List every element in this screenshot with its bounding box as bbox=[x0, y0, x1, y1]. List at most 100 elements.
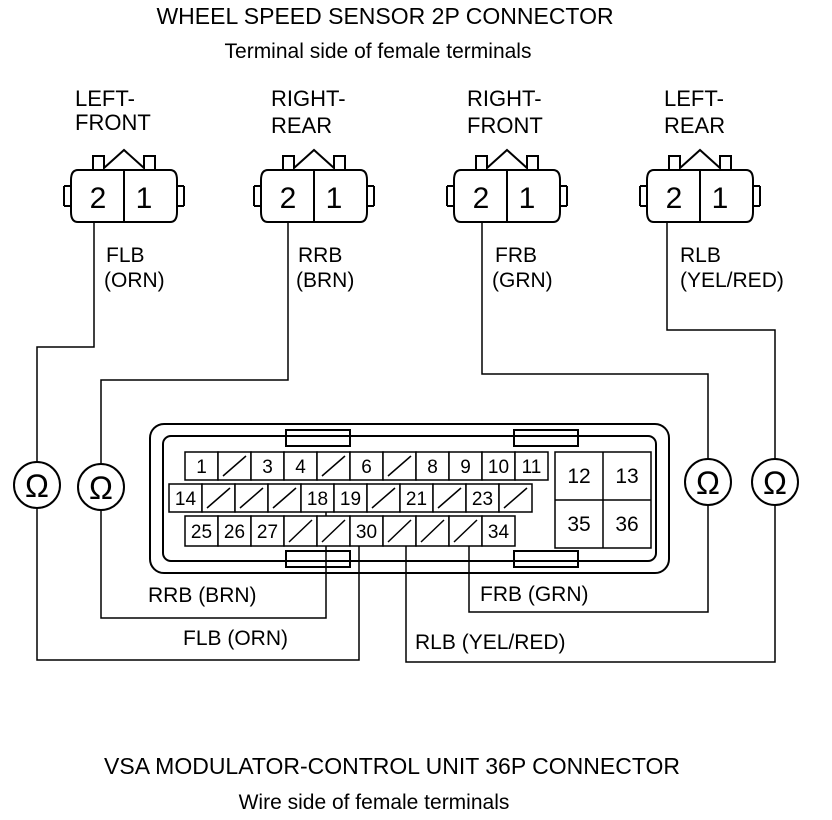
sensor-connector-2p: 2 1 bbox=[446, 148, 568, 223]
sensor-wire-code: FRB bbox=[495, 244, 537, 267]
ohmmeter-circle bbox=[77, 463, 125, 511]
terminal-19: 19 bbox=[340, 489, 361, 510]
test-leads bbox=[36, 222, 776, 663]
terminal-cell bbox=[481, 451, 516, 481]
lead-left-front-lower bbox=[36, 508, 360, 661]
lead-left-rear-upper bbox=[666, 222, 776, 459]
unused-terminal-slash bbox=[437, 487, 462, 509]
unused-terminal-slash bbox=[222, 455, 247, 477]
wire-code: FRB bbox=[480, 583, 522, 606]
sensor-label-line1: LEFT- bbox=[664, 86, 724, 111]
pin-1-label: 1 bbox=[136, 182, 153, 215]
lead-left-front-upper bbox=[36, 222, 95, 462]
terminal-10: 10 bbox=[488, 457, 509, 478]
wire-color: (ORN) bbox=[227, 627, 288, 650]
terminal-13: 13 bbox=[615, 465, 638, 488]
terminal-cell bbox=[184, 515, 219, 547]
ohmmeter-circle bbox=[13, 461, 61, 509]
ohm-icon: Ω bbox=[89, 470, 113, 506]
ohmmeter-left-front: Ω bbox=[13, 461, 61, 509]
terminal-1: 1 bbox=[196, 457, 207, 478]
unused-terminal-slash bbox=[387, 455, 412, 477]
connector-lock-tab bbox=[285, 429, 351, 447]
pin-2-label: 2 bbox=[473, 182, 490, 215]
lead-right-rear-upper bbox=[100, 222, 289, 464]
bottom-wire-rrb: RRB (BRN) bbox=[148, 584, 257, 607]
unused-terminal-slash bbox=[288, 519, 313, 543]
unused-terminal-slash bbox=[503, 487, 528, 509]
sensor-wire-color: (BRN) bbox=[296, 269, 354, 292]
ohmmeter-left-rear: Ω bbox=[751, 458, 799, 506]
terminal-cell bbox=[481, 515, 516, 547]
terminal-cell bbox=[415, 451, 450, 481]
bottom-wire-rlb: RLB (YEL/RED) bbox=[415, 631, 566, 654]
sensor-label-line1: LEFT- bbox=[75, 86, 135, 111]
sensor-wire-code: RLB bbox=[680, 244, 721, 267]
terminal-6: 6 bbox=[361, 457, 372, 478]
terminal-cell bbox=[217, 515, 252, 547]
sensor-label-line2: REAR bbox=[271, 113, 332, 138]
sensor-left-front: LEFT- FRONT 2 1 FLB (ORN) bbox=[63, 86, 185, 292]
connector-title: VSA MODULATOR-CONTROL UNIT 36P CONNECTOR bbox=[104, 753, 680, 779]
sensor-wire-color: (YEL/RED) bbox=[680, 269, 784, 292]
unused-terminal-slash bbox=[420, 519, 445, 543]
unused-terminal-slash bbox=[321, 519, 346, 543]
terminal-11: 11 bbox=[522, 457, 542, 478]
connector-lock-tab bbox=[285, 550, 351, 568]
terminal-cell bbox=[250, 515, 285, 547]
unused-terminal-slash bbox=[453, 519, 478, 543]
sensor-label-line1: RIGHT- bbox=[467, 86, 542, 111]
wire-color: (BRN) bbox=[198, 584, 256, 607]
wire-code: RLB bbox=[415, 631, 456, 654]
terminal-cell bbox=[333, 483, 368, 513]
terminal-right-block: 12 13 35 36 bbox=[554, 451, 652, 549]
ohmmeter-circle bbox=[751, 458, 799, 506]
unused-terminal-slash bbox=[272, 487, 297, 509]
connector-outer-shell bbox=[149, 423, 670, 574]
terminal-8: 8 bbox=[427, 457, 438, 478]
unused-terminal-slash bbox=[206, 487, 231, 509]
ohmmeter-circle bbox=[684, 458, 732, 506]
bottom-wire-flb: FLB (ORN) bbox=[183, 627, 288, 650]
terminal-25: 25 bbox=[191, 522, 212, 543]
sensor-label-line2: FRONT bbox=[467, 113, 543, 138]
lead-right-front-lower bbox=[468, 505, 709, 613]
sensor-label-line2: FRONT bbox=[75, 110, 151, 135]
terminal-23: 23 bbox=[472, 489, 493, 510]
sensor-right-front: RIGHT- FRONT 2 1 FRB (GRN) bbox=[446, 86, 568, 292]
wire-code: FLB bbox=[183, 627, 222, 650]
ohmmeter-right-front: Ω bbox=[684, 458, 732, 506]
wire-color: (YEL/RED) bbox=[462, 631, 566, 654]
terminal-36: 36 bbox=[615, 513, 638, 536]
wire-color: (GRN) bbox=[528, 583, 589, 606]
sensor-wire-code: FLB bbox=[106, 244, 145, 267]
pin-2-label: 2 bbox=[90, 182, 107, 215]
sensor-connector-2p: 2 1 bbox=[639, 148, 761, 223]
sensor-wire-color: (ORN) bbox=[104, 269, 165, 292]
sensor-label-line1: RIGHT- bbox=[271, 86, 346, 111]
connector-lock-tab bbox=[513, 429, 579, 447]
pin-2-label: 2 bbox=[666, 182, 683, 215]
ohm-icon: Ω bbox=[25, 468, 49, 504]
terminal-9: 9 bbox=[460, 457, 471, 478]
diagram-title: WHEEL SPEED SENSOR 2P CONNECTOR bbox=[156, 3, 613, 29]
terminal-34: 34 bbox=[488, 522, 510, 543]
terminal-21: 21 bbox=[406, 489, 427, 510]
sensor-wire-code: RRB bbox=[298, 244, 342, 267]
terminal-cell bbox=[283, 451, 318, 481]
pin-1-label: 1 bbox=[519, 182, 536, 215]
terminal-35: 35 bbox=[567, 513, 590, 536]
ohm-icon: Ω bbox=[763, 465, 787, 501]
unused-terminal-slash bbox=[371, 487, 396, 509]
wire-code: RRB bbox=[148, 584, 192, 607]
sensor-label-line2: REAR bbox=[664, 113, 725, 138]
pin-1-label: 1 bbox=[326, 182, 343, 215]
terminal-27: 27 bbox=[257, 522, 278, 543]
terminal-4: 4 bbox=[295, 457, 306, 478]
lead-left-rear-lower bbox=[405, 505, 776, 663]
ohm-icon: Ω bbox=[696, 465, 720, 501]
diagram-subtitle: Terminal side of female terminals bbox=[225, 40, 532, 63]
terminal-12: 12 bbox=[567, 465, 590, 488]
